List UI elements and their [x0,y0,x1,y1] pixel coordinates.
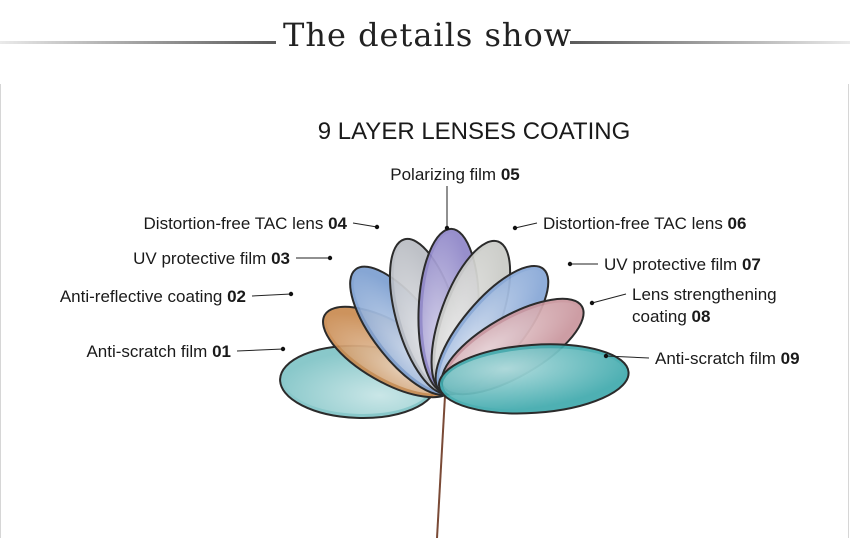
leader-line-09 [605,355,650,359]
layer-label-name: Anti-reflective coating [60,287,227,306]
leader-line-01 [236,348,284,352]
layer-label-name: Anti-scratch film [86,342,212,361]
layer-label-number: 09 [781,349,800,368]
image-frame [0,84,849,538]
header-rule-right [570,41,850,44]
leader-dot-08 [589,300,595,306]
section-title: The details show [283,16,573,54]
layer-label-number: 04 [328,214,347,233]
layer-label-05: Polarizing film 05 [390,165,519,184]
leader-line-04 [352,222,378,228]
layer-label-name: UV protective film [133,249,271,268]
leader-dot-05 [444,225,450,231]
layer-label-name: UV protective film [604,255,742,274]
layer-label-name: Anti-scratch film [655,349,781,368]
leader-line-02 [251,293,292,297]
layer-label-name-line2: coating [632,307,692,326]
lens-layer-09 [437,343,630,415]
leader-dot-07 [567,261,573,267]
layer-label-04: Distortion-free TAC lens 04 [144,214,348,233]
layer-label-02: Anti-reflective coating 02 [60,287,246,306]
layer-label-07: UV protective film 07 [604,255,761,274]
leader-dot-01 [280,346,286,352]
diagram-title: 9 LAYER LENSES COATING [318,118,631,145]
layer-label-09: Anti-scratch film 09 [655,349,800,368]
layer-label-03: UV protective film 03 [133,249,290,268]
layer-label-name: Lens strengthening [632,285,777,304]
layer-label-number: 03 [271,249,290,268]
stem-line [436,377,447,538]
leader-dot-04 [374,224,380,230]
leader-dot-03 [327,255,333,261]
layer-label-01: Anti-scratch film 01 [86,342,231,361]
layer-label-number: 07 [742,255,761,274]
layer-label-number: 01 [212,342,231,361]
layer-label-number: 06 [728,214,747,233]
layer-label-number: 08 [692,307,711,326]
leader-lines [236,186,650,359]
layer-label-06: Distortion-free TAC lens 06 [543,214,746,233]
section-header: The details show [0,0,850,84]
lens-fan [279,227,630,420]
layer-label-name: Distortion-free TAC lens [144,214,329,233]
layer-labels: Anti-scratch film 01 Anti-reflective coat… [60,165,800,368]
header-rule-left [0,41,276,44]
leader-line-06 [514,222,538,229]
leader-dot-09 [603,353,609,359]
layer-label-number: 02 [227,287,246,306]
layer-label-name: Polarizing film [390,165,501,184]
leader-dot-02 [288,291,294,297]
layer-label-number: 05 [501,165,520,184]
leader-line-08 [591,293,627,304]
layer-label-name: Distortion-free TAC lens [543,214,728,233]
layer-label-08: Lens strengthening coating 08 [632,285,777,326]
leader-dot-06 [512,225,518,231]
